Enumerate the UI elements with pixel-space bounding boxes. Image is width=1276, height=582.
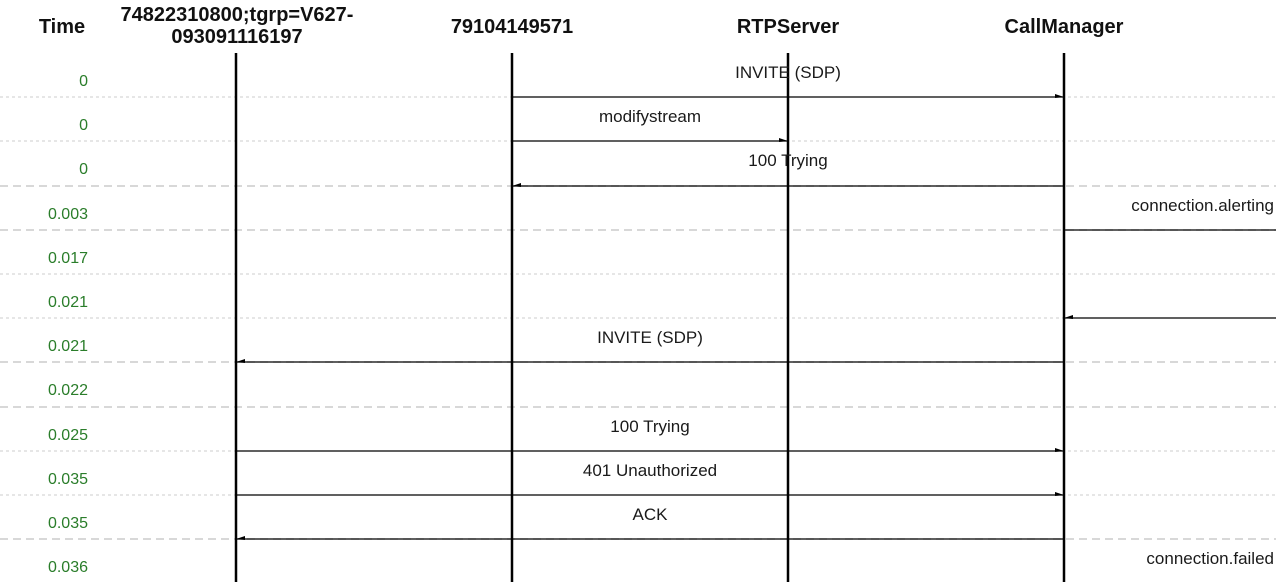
time-label: 0.036 (47, 559, 88, 576)
time-label: 0.003 (47, 206, 88, 223)
time-label: 0.022 (47, 382, 88, 399)
time-label: 0.025 (47, 427, 88, 444)
message-label: 100 Trying (748, 151, 828, 170)
time-label: 0 (79, 117, 88, 134)
arrow-head (779, 138, 788, 142)
message-label: 100 Trying (610, 417, 690, 436)
time-label: 0 (79, 73, 88, 90)
participant-header-p4: CallManager (1004, 16, 1124, 38)
arrow-head (236, 359, 245, 363)
arrow-head (1064, 315, 1073, 319)
arrow-head (1055, 492, 1064, 496)
time-label: 0.021 (47, 338, 88, 355)
message-label: 401 Unauthorized (582, 461, 718, 480)
message-label: connection.alerting (1131, 196, 1274, 215)
arrow-head (1055, 94, 1064, 98)
time-column-header: Time (38, 16, 86, 38)
message-label: INVITE (SDP) (735, 63, 841, 82)
time-label: 0.035 (47, 471, 88, 488)
participant-header-p3: RTPServer (736, 16, 840, 38)
message-label: ACK (632, 505, 668, 524)
time-label: 0.017 (47, 250, 88, 267)
participant-header-p2: 79104149571 (450, 16, 574, 38)
time-label: 0.021 (47, 294, 88, 311)
message-label: INVITE (SDP) (597, 328, 703, 347)
arrow-head (512, 183, 521, 187)
arrow-head (236, 536, 245, 540)
time-label: 0.035 (47, 515, 88, 532)
participant-header-p1: 74822310800;tgrp=V627- 093091116197 (120, 4, 354, 48)
message-label: modifystream (598, 107, 702, 126)
arrow-head (1055, 448, 1064, 452)
time-label: 0 (79, 161, 88, 178)
message-label: connection.failed (1146, 549, 1274, 568)
